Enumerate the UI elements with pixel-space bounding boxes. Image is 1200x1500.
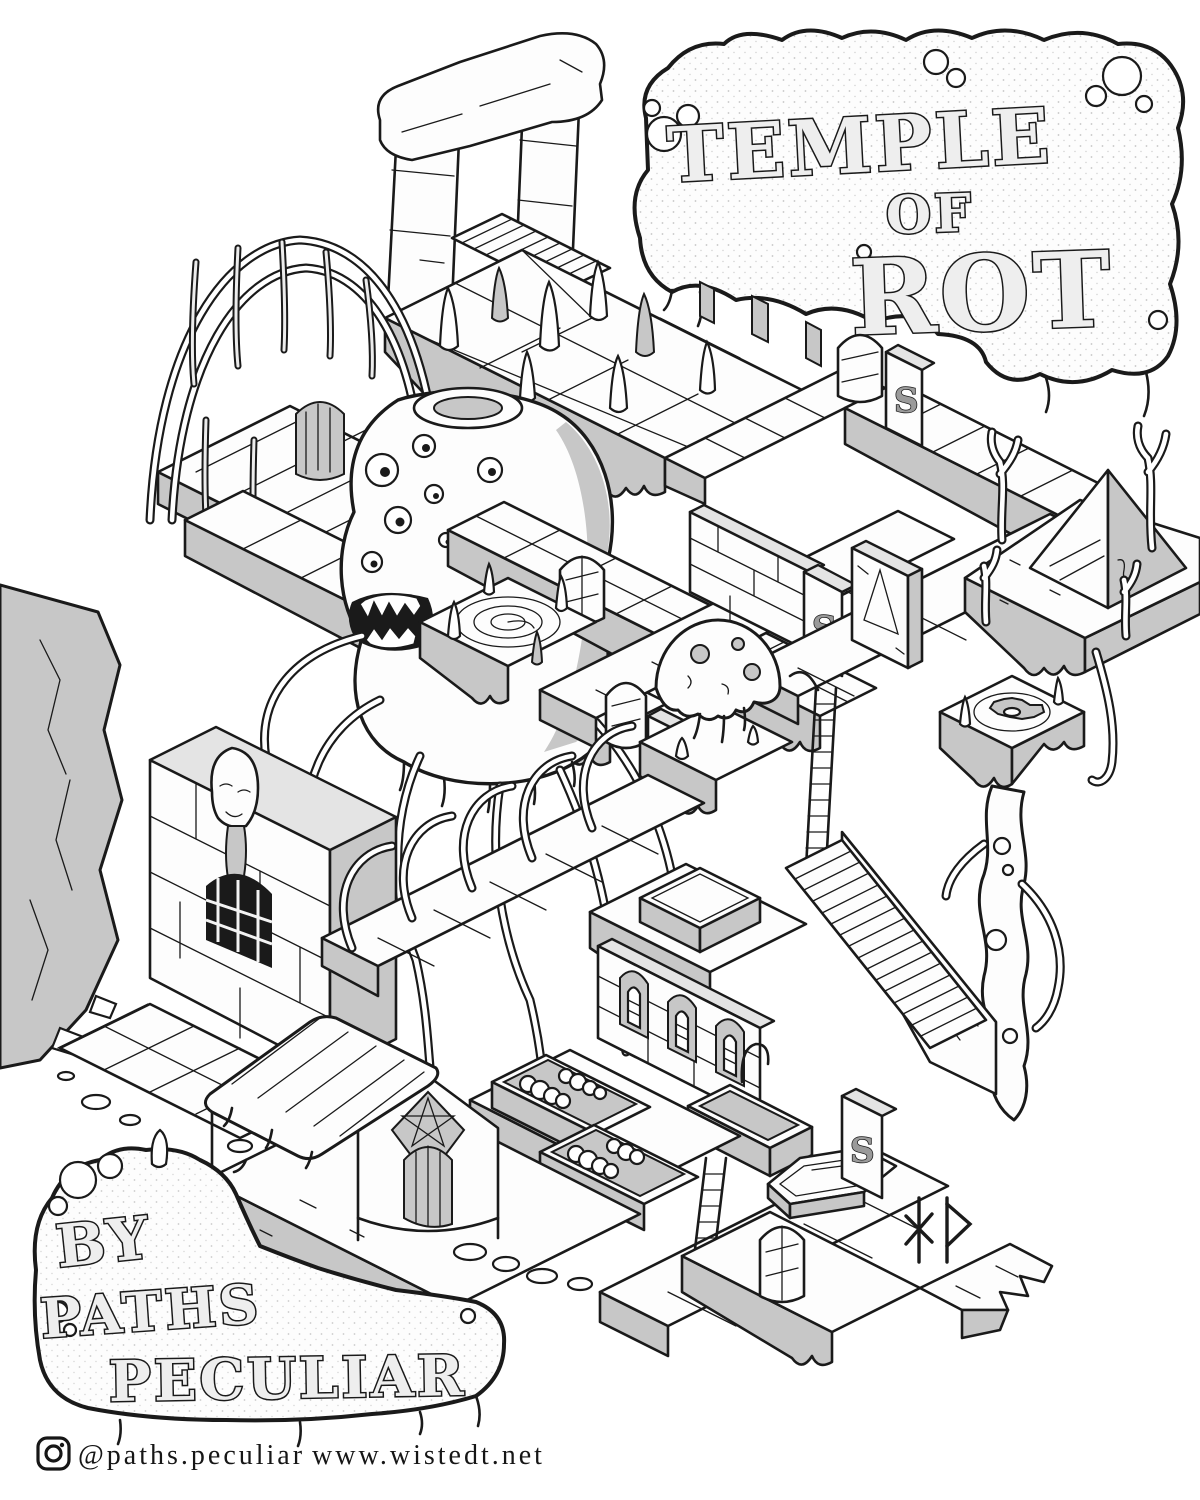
title-slab: TEMPLE OF ROT (632, 28, 1186, 418)
footer-credits: @paths.peculiar www.wistedt.net (36, 1436, 545, 1471)
secret-door-block-1: S (884, 343, 936, 448)
maggots (518, 1067, 608, 1110)
rib-bones (338, 721, 637, 953)
mushroom-tree (654, 618, 782, 761)
ritual-pool-platform (418, 561, 598, 705)
secret-door-marker: S (894, 381, 919, 421)
rot-monster (247, 386, 697, 1117)
gate-portcullis (205, 878, 273, 962)
mummy-niche-wall (596, 937, 776, 1122)
wall-slits (699, 280, 822, 368)
instagram-handle: @paths.peculiar (78, 1440, 305, 1471)
monster-mouth (348, 592, 434, 651)
credit-line3: PECULIAR (108, 1343, 467, 1415)
tent-door (295, 401, 345, 481)
gravestone-door (836, 333, 884, 404)
credit-slab: BY PATHS PECULIAR (32, 1128, 507, 1448)
arch-lintel (376, 32, 606, 162)
map-title-line2: OF (885, 182, 975, 246)
hut-pentagram (399, 1095, 457, 1148)
larvae-troughs (468, 1048, 742, 1232)
maggots (566, 1137, 646, 1180)
grand-staircase (784, 838, 988, 1050)
instagram-icon (36, 1436, 71, 1471)
gate-doorway (205, 873, 273, 968)
courtyard-wall (688, 503, 826, 654)
slab-mushroom-clusters (642, 48, 1169, 331)
brick-lines (689, 525, 811, 625)
monster-drips (398, 760, 576, 814)
dead-trees (979, 421, 1171, 641)
stalagmite-spikes (438, 259, 717, 414)
gear-platform (938, 674, 1086, 789)
broken-walkway-stub (918, 1242, 1054, 1340)
map-title-line3: ROT (848, 227, 1116, 359)
trough-1 (490, 1053, 652, 1162)
credit-line1: BY (53, 1203, 155, 1281)
credit-slab-mushrooms (46, 1128, 477, 1338)
website-url: www.wistedt.net (312, 1440, 545, 1471)
rib-walkway (320, 721, 706, 998)
mummy-niches (619, 970, 745, 1088)
pool-candles (446, 561, 569, 666)
arched-door-courtyard-2 (604, 681, 648, 750)
rubble (56, 1070, 254, 1154)
mushroom-platform (638, 702, 794, 815)
courtyard-ladder (788, 671, 838, 870)
runic-monogram-icon (904, 1196, 973, 1264)
secret-door-block-4: S (840, 1087, 898, 1200)
root-column (941, 647, 1118, 1122)
triangle-stele (850, 539, 924, 670)
monster-eyes (360, 433, 504, 574)
witch-hut (204, 1015, 500, 1242)
sarcophagus (638, 866, 762, 954)
credit-line2: PATHS (38, 1271, 263, 1350)
secret-door-marker: S (850, 1131, 875, 1171)
gear-carving (973, 692, 1051, 732)
map-title-line1: TEMPLE (665, 91, 1054, 200)
thatch-lines (231, 1017, 425, 1137)
cliff (0, 583, 124, 1070)
